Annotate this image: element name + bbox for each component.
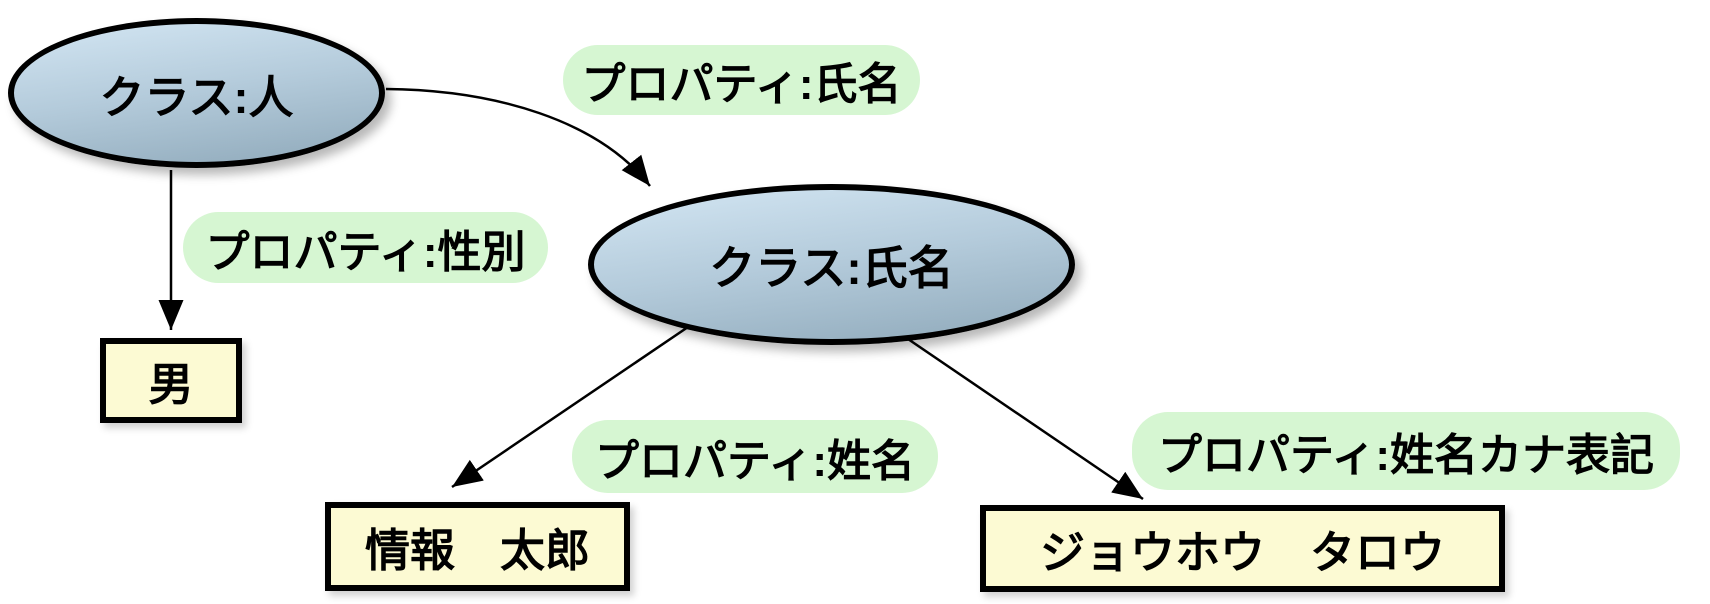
arrow-name-to-kanji: [451, 325, 689, 489]
arrow-name-to-kana: [907, 337, 1144, 501]
edge-label-property-seibetsu: プロパティ:性別: [183, 212, 548, 283]
node-class-person: クラス:人: [8, 18, 385, 168]
node-value-kana-name: ジョウホウ タロウ: [980, 505, 1505, 592]
edge-label-property-kana: プロパティ:姓名カナ表記: [1132, 412, 1680, 490]
edge-label-property-shimei: プロパティ:氏名: [563, 45, 920, 115]
node-class-name: クラス:氏名: [588, 184, 1075, 345]
node-value-kanji-name: 情報 太郎: [325, 502, 630, 591]
arrow-person-to-classname: [385, 87, 651, 187]
edge-label-property-seimei: プロパティ:姓名: [572, 420, 938, 493]
node-value-male: 男: [100, 338, 242, 423]
